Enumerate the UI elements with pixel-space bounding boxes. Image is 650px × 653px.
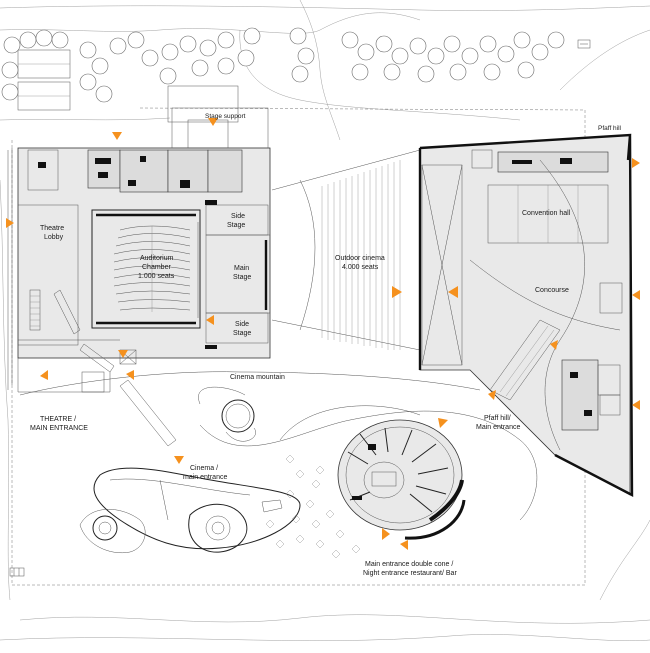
cinema-mountain xyxy=(19,371,538,521)
label-main-stage: Main xyxy=(234,265,249,272)
tree-canopy xyxy=(1,27,565,103)
label-auditorium-2: Chamber xyxy=(142,264,171,271)
label-pfaff-hill: Pfaff hill xyxy=(598,125,622,132)
entrance-arrow-icon xyxy=(382,528,390,540)
entrance-arrow-icon xyxy=(438,418,448,428)
label-theatre-lobby: Theatre xyxy=(40,225,64,232)
entrance-arrow-icon xyxy=(400,540,408,550)
label-theatre-entrance: THEATRE / xyxy=(40,416,76,423)
entrance-arrow-icon xyxy=(6,218,14,228)
label-convention-hall: Convention hall xyxy=(522,210,571,217)
label-double-cone: Main entrance double cone / xyxy=(365,561,453,568)
small-pavilion xyxy=(198,386,256,442)
label-concourse: Concourse xyxy=(535,287,569,294)
entrance-arrow-icon xyxy=(392,286,402,298)
entrance-arrow-icon xyxy=(632,290,640,300)
entrance-arrow-icon xyxy=(206,315,214,325)
label-cinema-mountain: Cinema mountain xyxy=(230,374,285,381)
entrance-arrow-icon xyxy=(40,370,48,380)
auditorium-seating xyxy=(113,222,199,318)
label-main-stage-2: Stage xyxy=(233,274,251,281)
auditorium-chamber xyxy=(91,209,201,329)
entrance-arrow-icon xyxy=(488,390,496,400)
label-side-stage-top: Side xyxy=(231,213,245,220)
convention-building xyxy=(418,133,634,497)
cone-rooms xyxy=(347,427,449,513)
label-stage-support: Stage support xyxy=(205,113,246,120)
stair xyxy=(29,289,41,331)
entrance-arrow-icon xyxy=(632,400,640,410)
label-theatre-lobby-2: Lobby xyxy=(44,234,64,241)
entrance-bridge xyxy=(489,319,561,401)
label-auditorium-3: 1.000 seats xyxy=(138,273,175,280)
label-outdoor-cinema-2: 4.000 seats xyxy=(342,264,379,271)
label-cinema-entrance-2: main entrance xyxy=(183,474,227,481)
label-outdoor-cinema: Outdoor cinema xyxy=(335,255,385,262)
double-cone xyxy=(337,419,466,540)
entrance-arrow-icon xyxy=(118,350,128,358)
label-auditorium: Auditorium xyxy=(140,255,174,262)
plaza-forms xyxy=(79,467,301,554)
label-cinema-entrance: Cinema / xyxy=(190,465,218,472)
label-side-stage-bottom: Side xyxy=(235,321,249,328)
plaza-trees xyxy=(265,454,361,559)
outdoor-cinema xyxy=(271,149,421,351)
side-stage-bottom xyxy=(205,312,269,344)
plan-labels: Stage support Pfaff hill Theatre Lobby S… xyxy=(30,113,622,577)
north-arrow-icon xyxy=(577,39,591,49)
label-theatre-entrance-2: MAIN ENTRANCE xyxy=(30,425,88,432)
entrance-arrow-icon xyxy=(550,340,558,350)
label-pfaff-entrance: Pfaff hill/ xyxy=(484,415,511,422)
label-pfaff-entrance-2: Main entrance xyxy=(476,424,520,431)
entrance-arrow-icon xyxy=(126,370,134,380)
entrance-arrow-icon xyxy=(632,158,640,168)
label-side-stage-top-2: Stage xyxy=(227,222,245,229)
entrance-arrow-icon xyxy=(448,286,458,298)
theatre-building xyxy=(7,107,271,447)
entrance-arrow-icon xyxy=(112,132,122,140)
scale-bar-icon xyxy=(9,567,25,577)
label-side-stage-bottom-2: Stage xyxy=(233,330,251,337)
entrance-arrow-icon xyxy=(208,118,218,126)
entrance-markers xyxy=(6,118,640,550)
label-double-cone-2: Night entrance restaurant/ Bar xyxy=(363,570,457,577)
entrance-arrow-icon xyxy=(174,456,184,464)
cinema-rows xyxy=(321,160,401,350)
